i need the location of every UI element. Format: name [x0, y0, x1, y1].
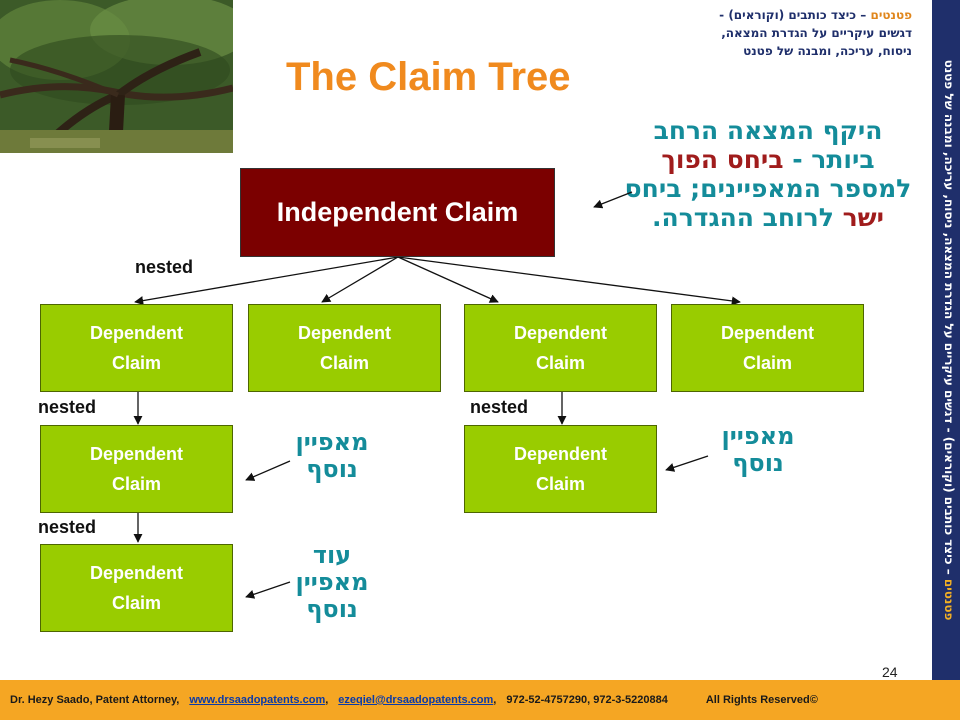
- side-banner-text: פטנטים – כיצד כותבים (וקוראים) - דגשים ע…: [942, 59, 956, 621]
- independent-claim-box: Independent Claim: [240, 168, 555, 257]
- footer-phones: 972-52-4757290, 972-3-5220884: [506, 694, 668, 706]
- scope-note: היקף המצאה הרחב ביותר - ביחס הפוך למספר …: [624, 116, 912, 232]
- pointer-arrow-feature-2: [665, 455, 709, 472]
- footer-bar: Dr. Hezy Saado, Patent Attorney, www.drs…: [0, 680, 960, 720]
- page-number: 24: [882, 664, 898, 680]
- branch-arrow-3: [397, 256, 499, 303]
- tree-photo: [0, 0, 233, 153]
- nested-label: nested: [38, 397, 97, 417]
- footer-rights: All Rights Reserved©: [705, 694, 818, 706]
- course-header: פטנטים – כיצד כותבים (וקוראים) - דגשים ע…: [719, 8, 912, 58]
- email-link[interactable]: ezeqiel@drsaadopatents.com: [338, 694, 494, 706]
- side-banner: [932, 0, 960, 680]
- nested-label: nested: [38, 517, 97, 537]
- website-link[interactable]: www.drsaadopatents.com: [189, 694, 326, 706]
- branch-arrow-4: [397, 256, 741, 306]
- nested-label: nested: [470, 397, 529, 417]
- branch-arrow-2: [321, 256, 399, 303]
- slide-title: The Claim Tree: [286, 55, 571, 99]
- nested-label: nested: [135, 257, 194, 277]
- footer-author: Dr. Hezy Saado, Patent Attorney,: [10, 694, 180, 706]
